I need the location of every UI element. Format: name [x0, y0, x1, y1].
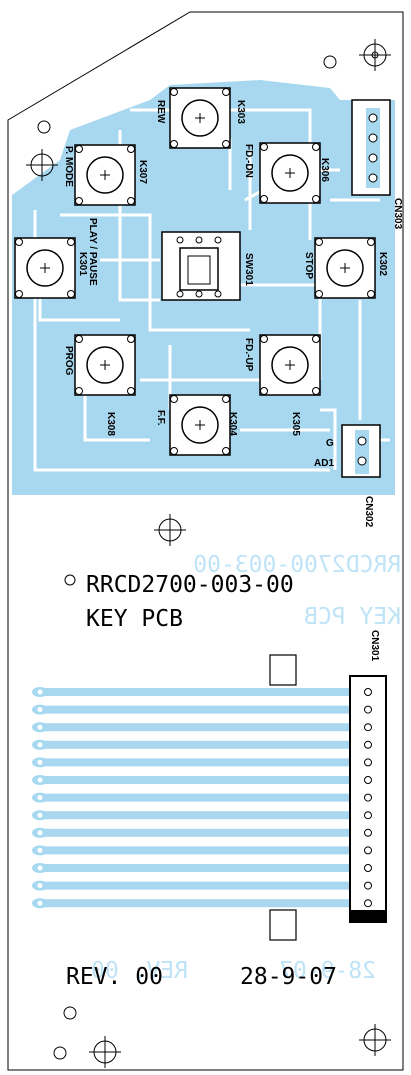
- connector-label-cn302: CN302: [363, 496, 374, 528]
- board-title-ghost: RRCD2700-003-00: [193, 552, 401, 578]
- tactile-switch: [259, 334, 321, 396]
- edge-pad-hole: [37, 759, 43, 765]
- edge-pad-hole: [37, 777, 43, 783]
- small-hole: [64, 574, 76, 586]
- connector-label-cn301: CN301: [369, 630, 380, 662]
- square-pad: [269, 654, 297, 686]
- key-ref-label: K302: [377, 252, 388, 276]
- board-title: RRCD2700-003-00: [86, 572, 294, 598]
- mounting-hole: [26, 149, 58, 181]
- edge-pad-hole: [37, 707, 43, 713]
- edge-pad-hole: [37, 847, 43, 853]
- date-ghost: 28-9-07: [279, 958, 376, 984]
- connector-pin: [364, 881, 372, 890]
- small-hole: [37, 120, 51, 134]
- edge-pad-hole: [37, 812, 43, 818]
- key-function-label: PLAY / PAUSE: [87, 218, 98, 286]
- edge-pad-hole: [37, 883, 43, 889]
- mounting-hole: [359, 39, 391, 71]
- small-hole: [323, 55, 337, 69]
- tactile-switch: [14, 237, 76, 299]
- connector-pin: [364, 828, 372, 837]
- edge-pad-hole: [37, 689, 43, 695]
- tactile-switch: [169, 394, 231, 456]
- board-outline: [7, 11, 404, 1071]
- connector-pin: [364, 793, 372, 802]
- key-ref-label: K308: [105, 412, 116, 436]
- edge-pad-hole: [37, 742, 43, 748]
- edge-pad-hole: [37, 865, 43, 871]
- connector-pin: [364, 723, 372, 732]
- connector-cn303: [351, 99, 391, 196]
- key-function-label: FD.-DN: [243, 144, 254, 178]
- edge-pad-hole: [37, 900, 43, 906]
- connector-pin-ad1: AD1: [314, 458, 334, 469]
- connector-pin-g: G: [326, 438, 334, 449]
- tactile-switch: [259, 142, 321, 204]
- revision-label: REV. 00: [66, 964, 163, 990]
- tactile-switch: [169, 87, 231, 149]
- edge-pad-hole: [37, 830, 43, 836]
- connector-pin: [364, 705, 372, 714]
- connector-pin: [364, 899, 372, 908]
- edge-pad-hole: [37, 724, 43, 730]
- small-hole: [53, 1046, 67, 1060]
- connector-pin: [364, 776, 372, 784]
- mounting-hole: [89, 1036, 121, 1068]
- connector-pin: [364, 688, 372, 696]
- date-label: 28-9-07: [240, 964, 337, 990]
- connector-pin: [364, 864, 372, 872]
- switch-sw301: [161, 231, 241, 301]
- mounting-hole: [154, 514, 186, 546]
- connector-pin: [364, 758, 372, 767]
- connector-pin: [364, 740, 372, 749]
- connector-pin: [364, 811, 372, 820]
- key-ref-label: K303: [235, 100, 246, 124]
- key-function-label: P. MODE: [63, 146, 74, 187]
- tactile-switch: [314, 237, 376, 299]
- key-ref-label: K304: [227, 412, 238, 436]
- connector-cn301: [349, 675, 387, 923]
- square-pad: [269, 909, 297, 941]
- key-ref-sw301: SW301: [243, 253, 254, 286]
- key-function-label: REW: [155, 100, 166, 124]
- ribbon-traces: [32, 687, 368, 909]
- board-subtitle: KEY PCB: [86, 606, 183, 632]
- edge-pad-hole: [37, 795, 43, 801]
- connector-cn302: [341, 424, 381, 478]
- key-function-label: FD.-UP: [243, 338, 254, 372]
- board-subtitle-ghost: KEY PCB: [304, 604, 401, 630]
- key-ref-label: K306: [319, 158, 330, 182]
- key-ref-label: K307: [137, 160, 148, 184]
- mounting-hole: [359, 1024, 391, 1056]
- connector-label-cn303: CN303: [392, 198, 403, 230]
- key-ref-label: K305: [290, 412, 301, 436]
- key-ref-label: K301: [77, 252, 88, 276]
- key-function-label: STOP: [303, 252, 314, 279]
- revision-ghost: REV. 00: [91, 958, 188, 984]
- tactile-switch: [74, 334, 136, 396]
- key-function-label: PROG: [63, 346, 74, 376]
- key-function-label: F.F.: [155, 410, 166, 426]
- tactile-switch: [74, 144, 136, 206]
- small-hole: [63, 1006, 77, 1020]
- connector-pin: [364, 846, 372, 855]
